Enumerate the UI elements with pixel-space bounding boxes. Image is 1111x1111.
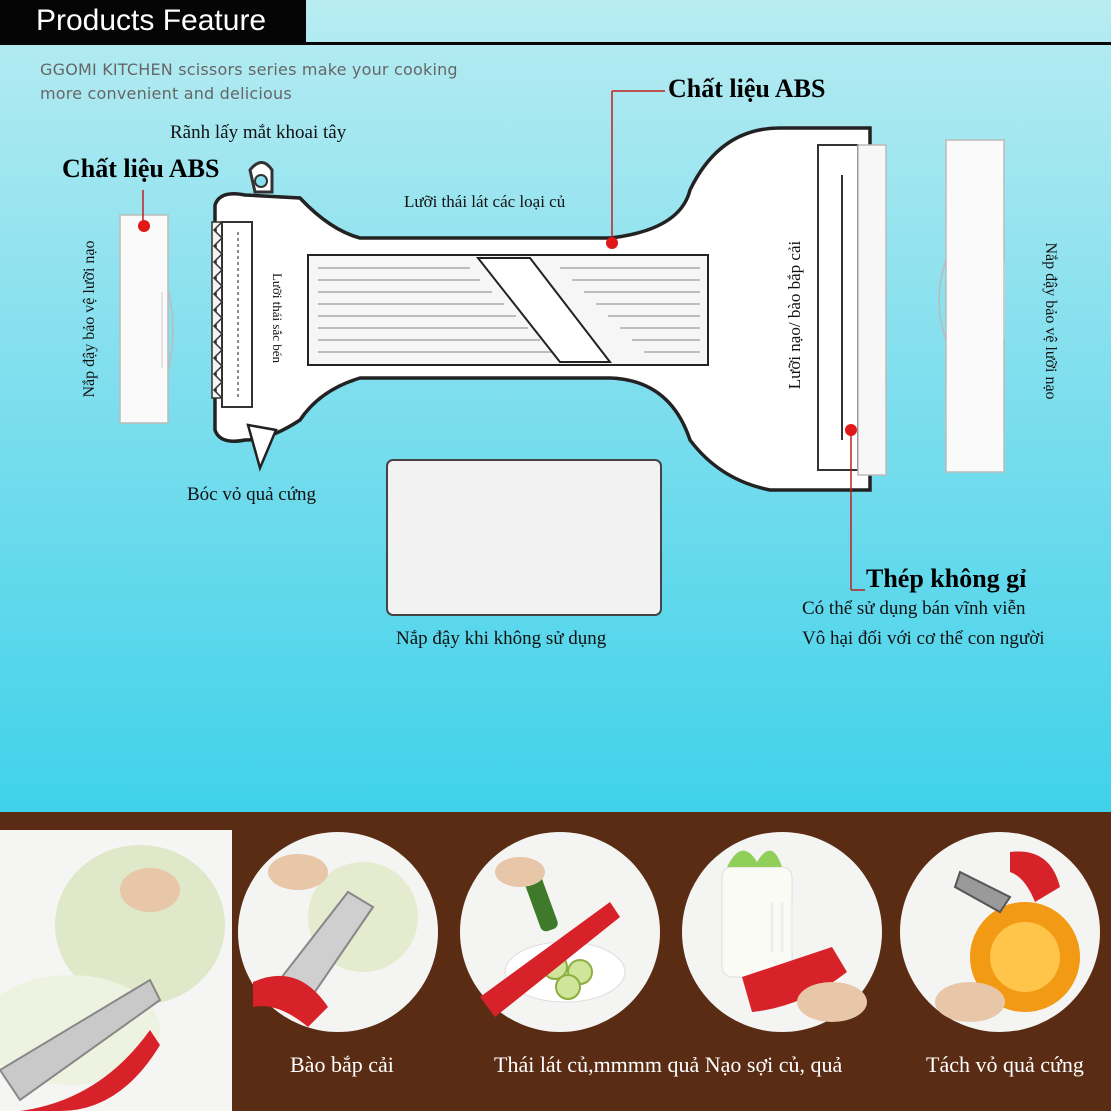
header-tab: Products Feature <box>0 0 306 45</box>
label-abs-left: Chất liệu ABS <box>62 154 220 183</box>
storage-cover-drawing <box>386 459 662 616</box>
peeler-diagram <box>119 90 1005 616</box>
marker-dot <box>845 424 857 436</box>
photo-orange-peeling <box>900 832 1100 1032</box>
label-left-cover: Nắp đậy bảo vệ lưỡi nạo <box>81 240 98 398</box>
marker-dot <box>138 220 150 232</box>
label-sharp-blade: Lưỡi thái sắc bén <box>270 272 285 364</box>
caption-1: Bào bắp cải <box>290 1052 394 1077</box>
label-steel-line-2: Vô hại đối với cơ thể con người <box>802 628 1045 649</box>
feature-diagram-panel: Products Feature GGOMI KITCHEN scissors … <box>0 0 1111 812</box>
usage-photos-panel: Bào bắp cải Thái lát củ,mmmm quả Nạo sợi… <box>0 812 1111 1111</box>
label-storage-cover: Nắp đậy khi không sử dụng <box>396 628 607 649</box>
leader-lines <box>142 90 865 591</box>
material-markers <box>138 220 857 436</box>
label-abs-top: Chất liệu ABS <box>668 74 826 103</box>
left-cover-drawing <box>119 214 174 424</box>
photo-cabbage-grating <box>0 830 232 1111</box>
label-steel-title: Thép không gỉ <box>866 564 1027 593</box>
label-grater-blade: Lưỡi nạo/ bào bắp cải <box>785 240 804 390</box>
header-rule <box>306 42 1111 45</box>
label-steel-line-1: Có thể sử dụng bán vĩnh viễn <box>802 598 1026 619</box>
label-right-cover: Nắp đậy bảo vệ lưỡi nạo <box>1042 242 1059 400</box>
photo-cabbage-peeler <box>238 832 438 1032</box>
photo-cucumber-slicing <box>460 832 660 1032</box>
header-title: Products Feature <box>36 4 267 37</box>
tagline-line-1: GGOMI KITCHEN scissors series make your … <box>40 60 458 79</box>
marker-dot <box>606 237 618 249</box>
peeler-body-drawing <box>211 126 887 492</box>
photo-radish-grating <box>682 832 882 1032</box>
right-cover-drawing <box>938 139 1005 473</box>
label-potato-eye: Rãnh lấy mắt khoai tây <box>170 122 347 143</box>
label-hard-peel: Bóc vỏ quả cứng <box>187 484 317 505</box>
label-slice-blade: Lưỡi thái lát các loại củ <box>404 192 566 211</box>
caption-3: Tách vỏ quả cứng <box>926 1052 1084 1077</box>
tagline: GGOMI KITCHEN scissors series make your … <box>40 58 458 106</box>
caption-2: Thái lát củ,mmmm quả Nạo sợi củ, quả <box>494 1052 843 1077</box>
tagline-line-2: more convenient and delicious <box>40 84 292 103</box>
